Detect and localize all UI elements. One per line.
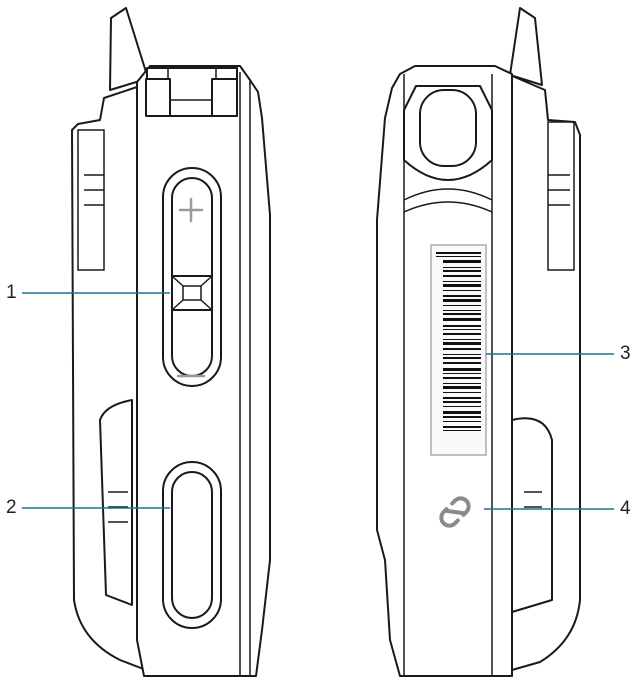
barcode-bar: [443, 325, 481, 327]
barcode-bar: [443, 411, 481, 414]
barcode-bar: [443, 290, 481, 291]
barcode-bar: [443, 329, 481, 330]
barcode-bar: [443, 362, 481, 364]
left-side-view: [71, 7, 271, 677]
callout-label-4: 4: [620, 498, 631, 519]
barcode-bar: [443, 377, 481, 379]
barcode-bar: [443, 270, 481, 272]
belt-clip-left: [99, 399, 133, 606]
barcode-bar: [443, 348, 481, 350]
barcode-bar: [443, 368, 481, 371]
barcode-bar: [443, 339, 481, 340]
barcode-bar: [443, 305, 481, 306]
barcode-bar: [443, 392, 481, 393]
barcode-bar: [443, 281, 481, 282]
camera-window: [419, 89, 477, 167]
barcode-bar: [443, 373, 481, 374]
antenna: [509, 7, 543, 86]
barcode-bar: [443, 430, 481, 431]
plus-icon: [178, 197, 204, 223]
barcode-bar: [443, 310, 481, 311]
barcode-bar: [443, 421, 481, 422]
barcode-bar: [443, 342, 481, 345]
belt-clip-right: [511, 417, 553, 613]
rear-latch: [77, 129, 105, 271]
barcode-bar: [443, 383, 481, 384]
callout-label-3: 3: [620, 343, 631, 364]
barcode-bar: [443, 357, 481, 359]
barcode-bar: [443, 397, 481, 399]
barcode-bar: [443, 386, 481, 389]
barcode-bar: [443, 354, 481, 355]
barcode-bar: [443, 426, 481, 428]
barcode-bar: [443, 267, 481, 268]
callout-label-1: 1: [6, 282, 17, 303]
barcode-bar: [443, 401, 481, 403]
barcode-bar: [443, 260, 481, 263]
push-to-talk-button[interactable]: [171, 471, 213, 619]
barcode-bar: [443, 275, 481, 277]
barcode-bar: [443, 295, 481, 297]
barcode-bar: [443, 318, 481, 321]
barcode-bar: [436, 252, 481, 254]
barcode-bar: [436, 256, 481, 257]
callout-label-2: 2: [6, 497, 17, 518]
barcode-bar: [443, 333, 481, 335]
barcode-bar: [443, 299, 481, 302]
barcode-bar: [443, 313, 481, 315]
barcode-bar: [443, 406, 481, 407]
nfc-icon: [439, 496, 471, 528]
barcode-label: [430, 244, 487, 456]
barcode-bar: [443, 284, 481, 287]
barcode-bar: [443, 416, 481, 418]
right-side-view: [376, 7, 581, 677]
